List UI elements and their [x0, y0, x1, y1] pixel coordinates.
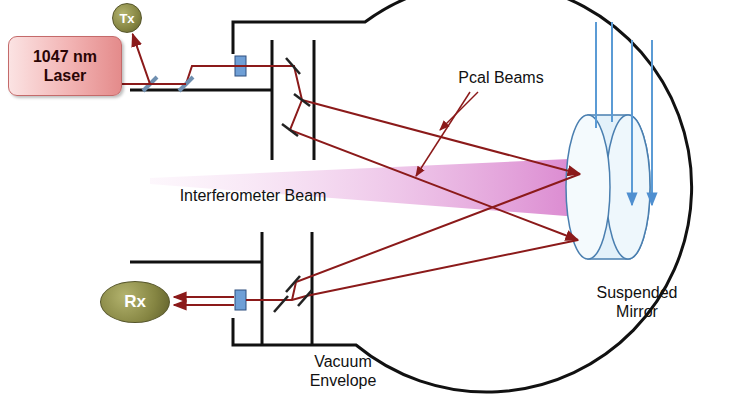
pcal-beam	[186, 66, 580, 300]
suspension-wire	[596, 22, 652, 205]
laser-box: 1047 nm Laser	[8, 36, 122, 96]
leader-arrow	[416, 92, 478, 176]
node-text: 1047 nm Laser	[19, 47, 111, 85]
part-label: Vacuum Envelope	[298, 352, 388, 390]
vacuum-window	[235, 290, 246, 310]
interferometer-beam	[150, 158, 592, 218]
rx-beam	[174, 297, 234, 305]
beam-label: Pcal Beams	[446, 68, 556, 87]
node-text: Rx	[124, 292, 146, 312]
steering-mirror	[274, 58, 312, 312]
laser-beam	[150, 83, 186, 85]
rx-circle: Rx	[100, 281, 170, 323]
suspended-mirror	[566, 115, 650, 259]
beam-connector	[122, 34, 150, 84]
tx-circle: Tx	[112, 3, 142, 33]
part-label: Suspended Mirror	[592, 283, 682, 321]
beam-label: Interferometer Beam	[168, 186, 338, 205]
node-text: Tx	[119, 11, 134, 26]
vacuum-envelope	[130, 0, 692, 392]
